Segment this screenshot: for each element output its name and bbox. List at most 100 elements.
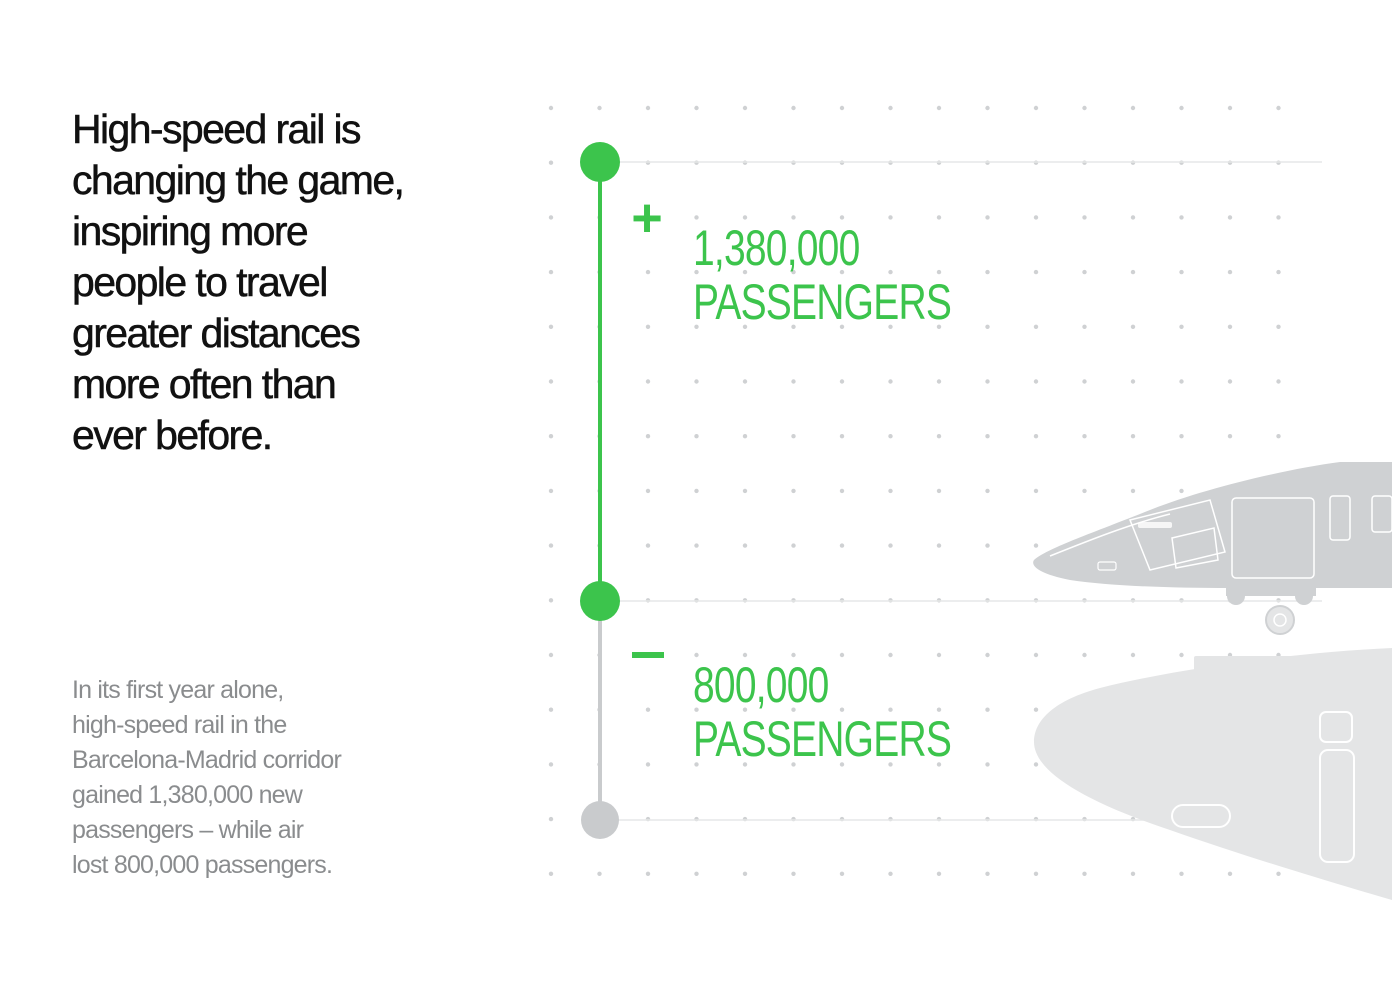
grid-dot (936, 324, 942, 329)
grid-dot (645, 488, 651, 494)
grid-dot (694, 762, 699, 767)
grid-dot (1179, 105, 1184, 111)
grid-dot (645, 105, 651, 111)
grid-dot (888, 379, 893, 384)
loss-unit: PASSENGERS (693, 711, 952, 767)
grid-dot (694, 105, 699, 111)
grid-dot (1227, 324, 1233, 329)
grid-dot (888, 871, 893, 876)
grid-dot (1082, 105, 1087, 111)
grid-dot (548, 488, 554, 494)
grid-dot (694, 434, 699, 439)
grid-dot (548, 215, 554, 220)
body-line: lost 800,000 passengers. (72, 851, 333, 879)
grid-dot (839, 652, 845, 658)
grid-dot (936, 215, 942, 220)
grid-dot (888, 762, 893, 767)
headline-line: changing the game, (72, 157, 405, 204)
body-line: high-speed rail in the (72, 711, 287, 739)
grid-dot (888, 488, 893, 494)
grid-dot (1227, 215, 1233, 220)
grid-dot (888, 105, 893, 111)
grid-dot (548, 871, 554, 876)
grid-dot (694, 379, 699, 384)
grid-dot (985, 379, 990, 384)
grid-dot (742, 488, 748, 494)
grid-dot (888, 215, 893, 220)
grid-dot (548, 434, 554, 439)
grid-dot (839, 215, 845, 220)
grid-dot (1130, 215, 1136, 220)
grid-dot (1179, 434, 1184, 439)
grid-dot (985, 871, 990, 876)
grid-dot (645, 269, 651, 275)
end-marker (581, 801, 619, 839)
grid-dot (1033, 379, 1039, 384)
grid-dot (936, 543, 942, 548)
grid-dot (791, 105, 796, 111)
grid-dot (694, 543, 699, 548)
grid-dot (1033, 762, 1039, 767)
grid-dot (694, 488, 699, 494)
grid-dot (1033, 871, 1039, 876)
grid-dot (548, 543, 554, 548)
grid-dot (1033, 707, 1039, 712)
grid-dot (1130, 379, 1136, 384)
train-wheel-large (1265, 605, 1295, 635)
grid-dot (791, 762, 796, 767)
grid-dot (742, 215, 748, 220)
grid-dot (645, 762, 651, 767)
grid-dot (985, 652, 990, 658)
headline-line: people to travel (72, 259, 329, 306)
grid-dot (888, 434, 893, 439)
gain-value: 1,380,000 (693, 220, 860, 276)
grid-dot (791, 707, 796, 712)
grid-dot (694, 215, 699, 220)
grid-dot (548, 762, 554, 767)
grid-dot (985, 707, 990, 712)
grid-dot (985, 488, 990, 494)
body-line: Barcelona-Madrid corridor (72, 746, 342, 774)
headline-line: ever before. (72, 412, 274, 459)
grid-dot (839, 871, 845, 876)
grid-dot (548, 324, 554, 329)
train-wheel (1227, 587, 1245, 605)
grid-dot (1276, 871, 1281, 876)
grid-dot (1179, 269, 1184, 275)
grid-dot (791, 543, 796, 548)
grid-dot (645, 379, 651, 384)
grid-dot (645, 871, 651, 876)
grid-dot (548, 598, 554, 603)
grid-dot (548, 160, 554, 165)
grid-dot (1276, 105, 1281, 111)
grid-dot (742, 379, 748, 384)
grid-dot (1082, 434, 1087, 439)
grid-dot (985, 543, 990, 548)
grid-dot (936, 105, 942, 111)
grid-dot (742, 762, 748, 767)
grid-dot (1179, 488, 1184, 494)
grid-dot (1033, 269, 1039, 275)
grid-dot (985, 269, 990, 275)
grid-dot (1082, 488, 1087, 494)
grid-dot (645, 434, 651, 439)
grid-dot (888, 324, 893, 329)
grid-dot (1033, 543, 1039, 548)
grid-dot (839, 434, 845, 439)
grid-dot (936, 652, 942, 658)
grid-dot (791, 269, 796, 275)
grid-dot (985, 215, 990, 220)
high-speed-train-icon (1033, 462, 1392, 635)
grid-dot (1033, 215, 1039, 220)
grid-dot (1227, 434, 1233, 439)
headline: High-speed rail is changing the game, in… (72, 104, 512, 461)
body-line: passengers – while air (72, 816, 304, 844)
grid-dot (742, 269, 748, 275)
grid-dot (548, 269, 554, 275)
grid-dot (1227, 105, 1233, 111)
grid-dot (1179, 324, 1184, 329)
grid-dot (694, 871, 699, 876)
grid-dot (839, 488, 845, 494)
grid-dot (839, 105, 845, 111)
